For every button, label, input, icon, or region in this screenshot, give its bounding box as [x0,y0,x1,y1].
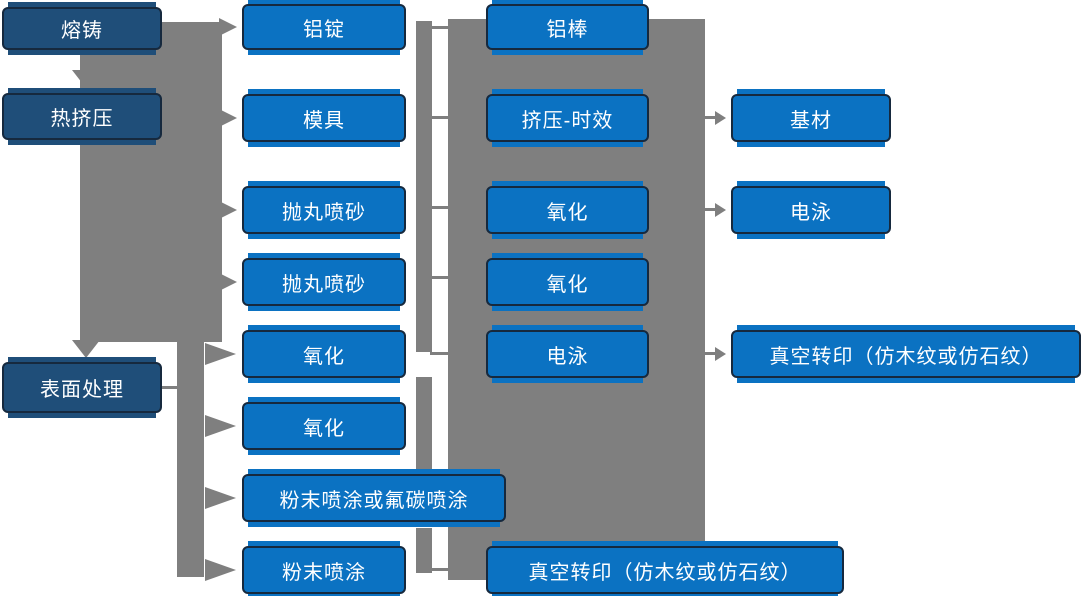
arrow-right-to-mold-icon [219,109,237,127]
arrow-right-to-fluorocarbon-icon [205,487,236,509]
node-hot-extrusion: 热挤压 [2,93,162,140]
connector-left-vertical-bar [177,22,204,577]
node-powder-or-fluorocarbon-coating: 粉末喷涂或氟碳喷涂 [242,474,506,522]
node-melt-casting: 熔铸 [2,7,162,50]
arrow-right-to-oxidation-b-icon [205,415,236,437]
node-oxidation-c: 氧化 [486,186,649,234]
arrow-stem-to-base-material [703,116,716,119]
arrow-stem-to-electrophoresis [703,208,716,211]
node-vacuum-transfer-b: 真空转印（仿木纹或仿石纹） [731,330,1081,378]
arrow-down-to-hot-extrusion-icon [72,70,100,88]
arrow-right-to-aluminum-ingot-icon [219,18,237,36]
link-line-oxidation-row [430,352,450,355]
arrow-down-to-surface-treatment-icon [72,340,100,358]
arrow-right-to-oxidation-a-icon [205,343,236,365]
node-base-material: 基材 [731,94,891,142]
arrow-stem-to-vacuum-transfer [703,352,716,355]
node-mold: 模具 [242,94,406,142]
arrow-right-to-base-material-icon [715,111,726,125]
arrow-right-to-shotblast-b-icon [219,273,237,291]
arrow-right-to-electrophoresis-icon [715,203,726,217]
node-oxidation-b: 氧化 [242,402,406,450]
link-line-powder-coating-row [430,568,450,571]
arrow-right-to-powder-coating-icon [205,559,236,581]
link-line-mold-row [430,116,450,119]
node-shot-blast-sandblast-b: 抛丸喷砂 [242,258,406,306]
connector-mid-bar-segment-bottom [416,528,432,573]
connector-mid-bar-segment-top [416,21,432,352]
link-line-shotblast-a-row [430,206,450,209]
node-vacuum-transfer-a: 真空转印（仿木纹或仿石纹） [486,546,844,594]
link-line-aluminum-ingot-row [430,26,450,29]
connector-mid-bar-segment-middle [416,377,432,472]
link-line-shotblast-b-row [430,276,450,279]
node-shot-blast-sandblast-a: 抛丸喷砂 [242,186,406,234]
node-oxidation-a: 氧化 [242,330,406,378]
link-line-surface-treatment [161,386,179,389]
node-aluminum-ingot: 铝锭 [242,4,406,50]
node-electrophoresis-a: 电泳 [486,330,649,378]
arrow-right-to-vacuum-transfer-icon [715,347,726,361]
node-extrusion-aging: 挤压-时效 [486,94,649,142]
node-aluminum-rod: 铝棒 [486,4,649,50]
node-surface-treatment: 表面处理 [2,362,162,413]
arrow-right-to-shotblast-a-icon [219,201,237,219]
node-oxidation-d: 氧化 [486,258,649,306]
node-powder-coating: 粉末喷涂 [242,546,406,594]
node-electrophoresis-b: 电泳 [731,186,891,234]
